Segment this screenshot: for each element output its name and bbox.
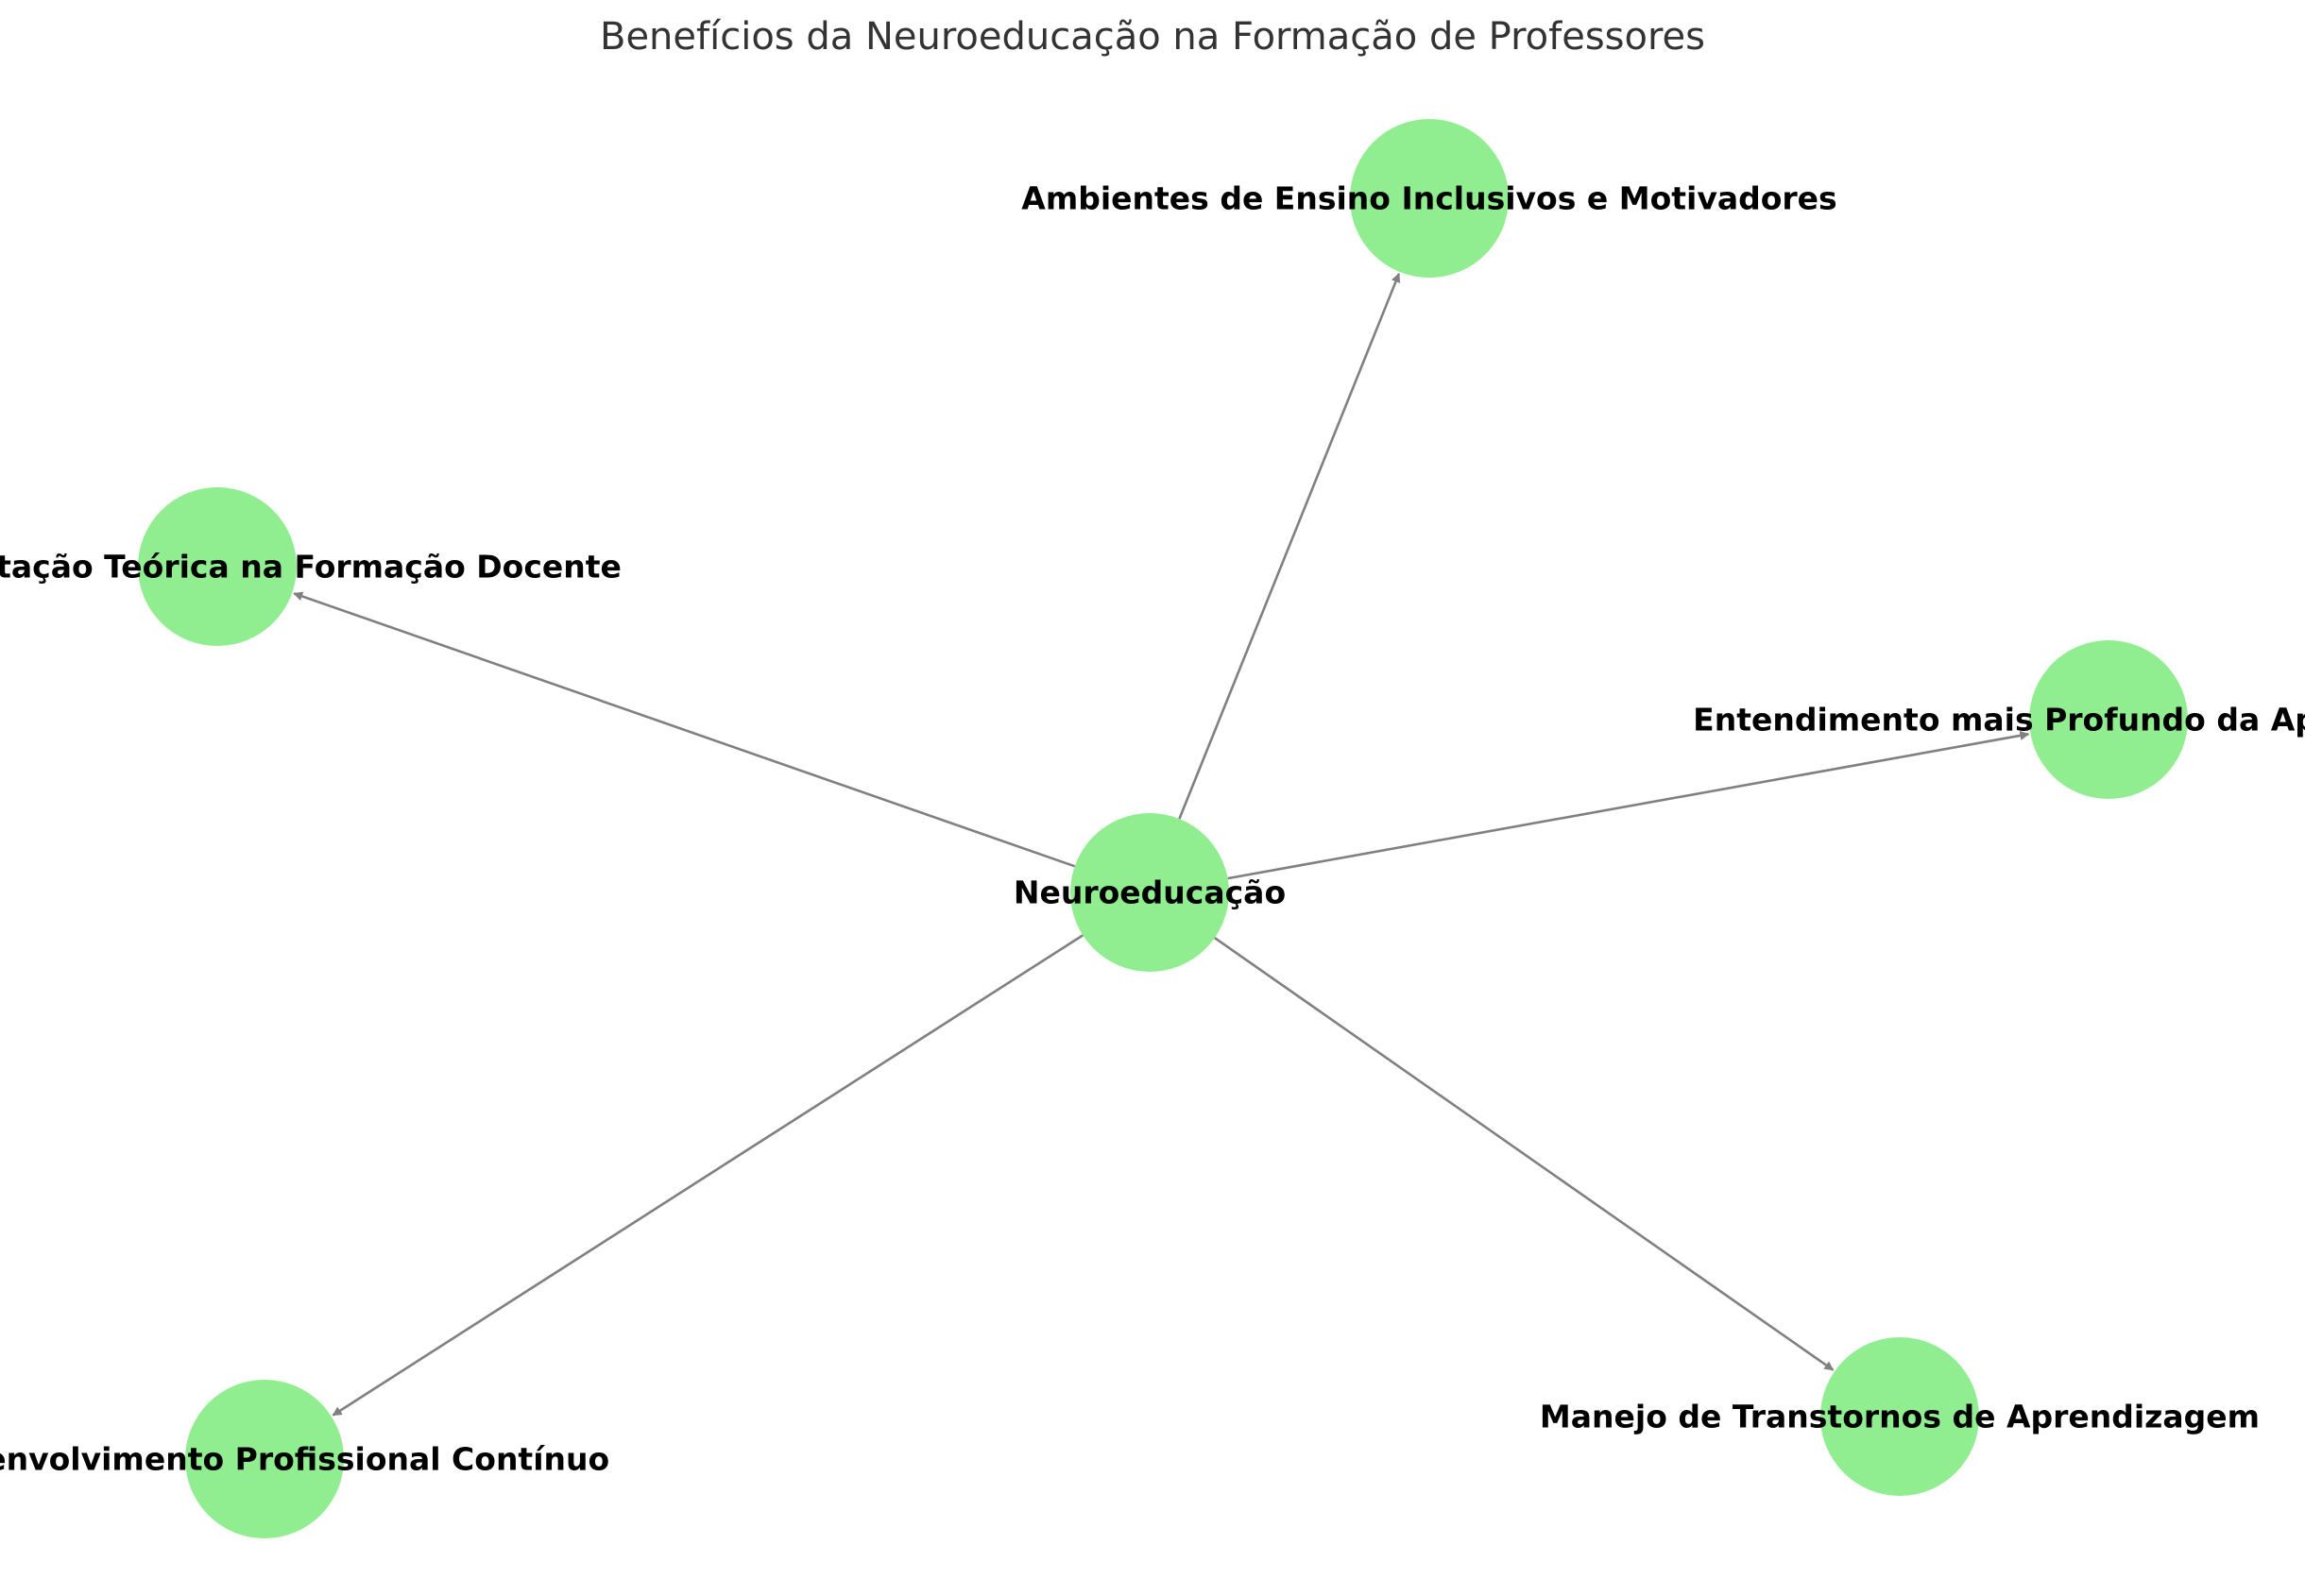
- node-fundamentacao: [138, 487, 297, 646]
- edge-center-to-fundamentacao: [293, 591, 1076, 868]
- edges-layer: [293, 272, 2030, 1417]
- node-ambientes: [1350, 119, 1509, 278]
- node-center: [1070, 813, 1229, 972]
- node-entendimento: [2029, 640, 2188, 799]
- node-desenvolvimento: [185, 1380, 344, 1538]
- nodes-layer: [138, 119, 2188, 1538]
- labels-layer: Neuroeducação Ambientes de Ensino Inclusi…: [0, 180, 2305, 1478]
- node-label-manejo: Manejo de Transtornos de Aprendizagem: [1540, 1399, 2260, 1435]
- edge-center-to-desenvolvimento: [332, 934, 1084, 1417]
- node-label-entendimento: Entendimento mais Profundo da Aprendizag…: [1693, 702, 2305, 739]
- node-manejo: [1820, 1337, 1979, 1496]
- node-label-ambientes: Ambientes de Ensino Inclusivos e Motivad…: [1021, 180, 1836, 217]
- node-label-center: Neuroeducação: [1014, 874, 1286, 911]
- edge-center-to-manejo: [1214, 937, 1835, 1371]
- edge-center-to-entendimento: [1227, 730, 2030, 880]
- node-label-desenvolvimento: Desenvolvimento Profissional Contínuo: [0, 1441, 609, 1478]
- edge-center-to-ambientes: [1178, 272, 1401, 820]
- node-label-fundamentacao: Fundamentação Teórica na Formação Docent…: [0, 549, 622, 586]
- diagram-title: Benefícios da Neuroeducação na Formação …: [600, 15, 1705, 59]
